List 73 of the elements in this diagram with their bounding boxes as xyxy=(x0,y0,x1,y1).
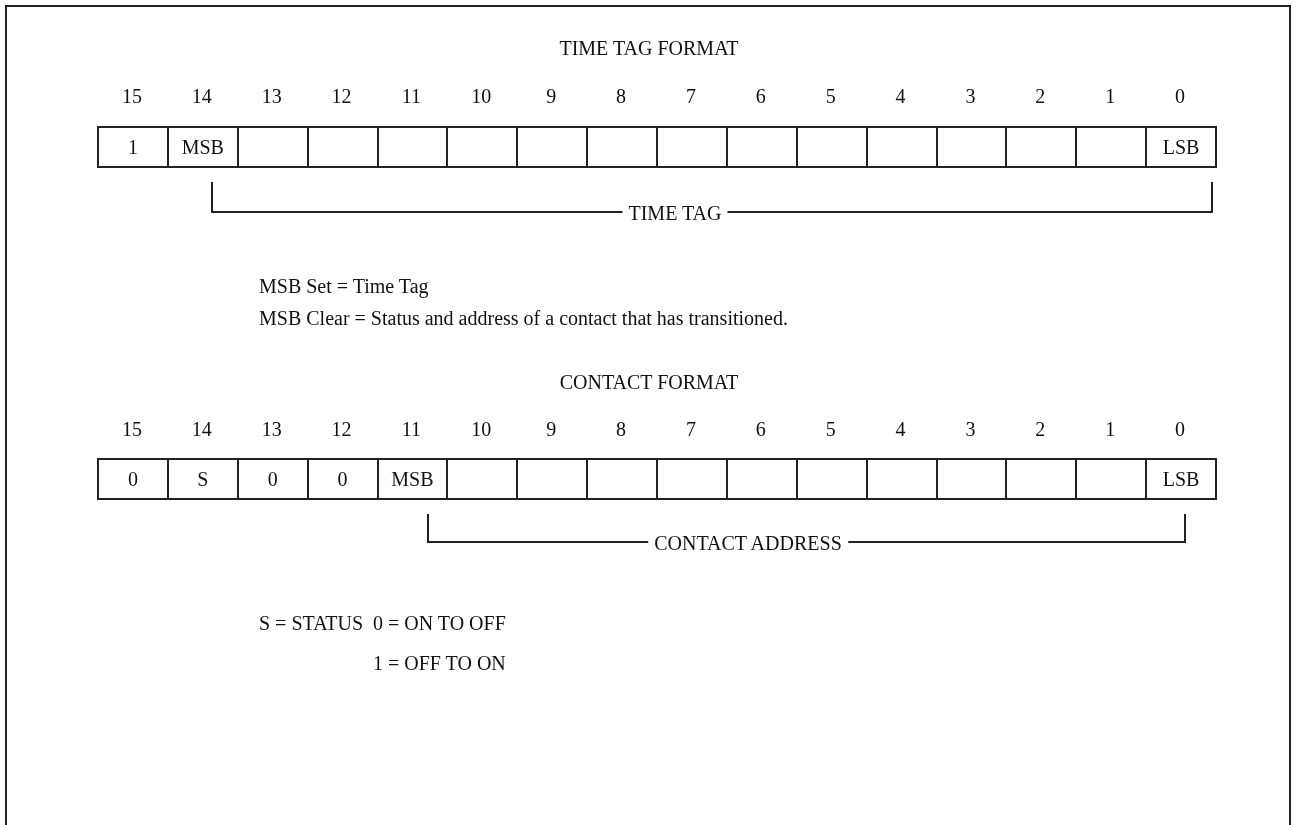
bit-number: 5 xyxy=(825,419,836,439)
bit-field-box xyxy=(865,458,938,500)
bit-field-box xyxy=(656,126,728,168)
bit-number: 5 xyxy=(825,86,836,106)
bit-field-box xyxy=(446,458,519,500)
bit-field-box xyxy=(725,126,798,168)
format-heading: CONTACT FORMAT xyxy=(559,372,739,392)
legend-text: 1 = OFF TO ON xyxy=(373,653,506,673)
bit-field-box xyxy=(725,458,798,500)
bit-field-box xyxy=(656,458,728,500)
bit-number: 3 xyxy=(965,419,976,439)
bit-field-box xyxy=(865,126,938,168)
legend-text: S = STATUS xyxy=(259,613,364,633)
bit-number: 1 xyxy=(1105,419,1116,439)
bit-number: 12 xyxy=(331,86,352,106)
bit-field-box xyxy=(586,458,658,500)
bit-number: 8 xyxy=(616,419,627,439)
bit-number: 0 xyxy=(1175,419,1186,439)
note-text: MSB Clear = Status and address of a contact that has transitioned. xyxy=(259,308,788,328)
bit-number: 3 xyxy=(965,86,976,106)
bracket-label: CONTACT ADDRESS xyxy=(648,533,848,553)
bit-field-box xyxy=(516,126,589,168)
bit-field-box xyxy=(446,126,519,168)
bit-field-box: MSB xyxy=(376,458,449,500)
bit-field-box xyxy=(376,126,449,168)
bit-number: 4 xyxy=(895,86,906,106)
format-heading: TIME TAG FORMAT xyxy=(559,38,739,58)
bit-number: 7 xyxy=(685,419,696,439)
bit-field-box: 1 xyxy=(97,126,169,168)
bit-number: 9 xyxy=(546,86,557,106)
bit-field-box: LSB xyxy=(1145,126,1217,168)
note-text: MSB Set = Time Tag xyxy=(259,276,429,296)
bit-number: 11 xyxy=(401,86,422,106)
bit-field-box: MSB xyxy=(166,126,239,168)
bit-number: 13 xyxy=(261,86,282,106)
bit-number: 6 xyxy=(755,86,766,106)
bit-number: 15 xyxy=(121,86,142,106)
bit-number: 1 xyxy=(1105,86,1116,106)
bit-number: 10 xyxy=(471,86,492,106)
legend-text: 0 = ON TO OFF xyxy=(373,613,506,633)
bit-field-box: 0 xyxy=(236,458,309,500)
bit-field-box xyxy=(935,126,1008,168)
bit-field-box xyxy=(236,126,309,168)
bit-field-box xyxy=(1005,458,1078,500)
bit-number: 8 xyxy=(616,86,627,106)
bit-field-box: LSB xyxy=(1145,458,1217,500)
bit-field-box xyxy=(1005,126,1078,168)
bit-number: 15 xyxy=(121,419,142,439)
bit-field-box xyxy=(586,126,658,168)
bit-field-box xyxy=(516,458,589,500)
bit-number: 9 xyxy=(546,419,557,439)
bit-number: 11 xyxy=(401,419,422,439)
bit-field-box: 0 xyxy=(97,458,169,500)
bit-field-box xyxy=(1075,126,1148,168)
bit-number: 12 xyxy=(331,419,352,439)
bit-field-box xyxy=(795,126,868,168)
bit-number: 2 xyxy=(1035,86,1046,106)
bit-number: 7 xyxy=(685,86,696,106)
bit-number: 13 xyxy=(261,419,282,439)
bit-field-box: 0 xyxy=(306,458,379,500)
bit-number: 4 xyxy=(895,419,906,439)
bit-number: 14 xyxy=(191,419,212,439)
bracket-label: TIME TAG xyxy=(622,203,728,223)
bit-number: 14 xyxy=(191,86,212,106)
bit-field-box xyxy=(795,458,868,500)
bit-number: 0 xyxy=(1175,86,1186,106)
bit-field-box xyxy=(935,458,1008,500)
bit-number: 6 xyxy=(755,419,766,439)
bit-field-box xyxy=(306,126,379,168)
bit-field-box: S xyxy=(166,458,239,500)
bit-field-box xyxy=(1075,458,1148,500)
bit-number: 10 xyxy=(471,419,492,439)
bit-number: 2 xyxy=(1035,419,1046,439)
